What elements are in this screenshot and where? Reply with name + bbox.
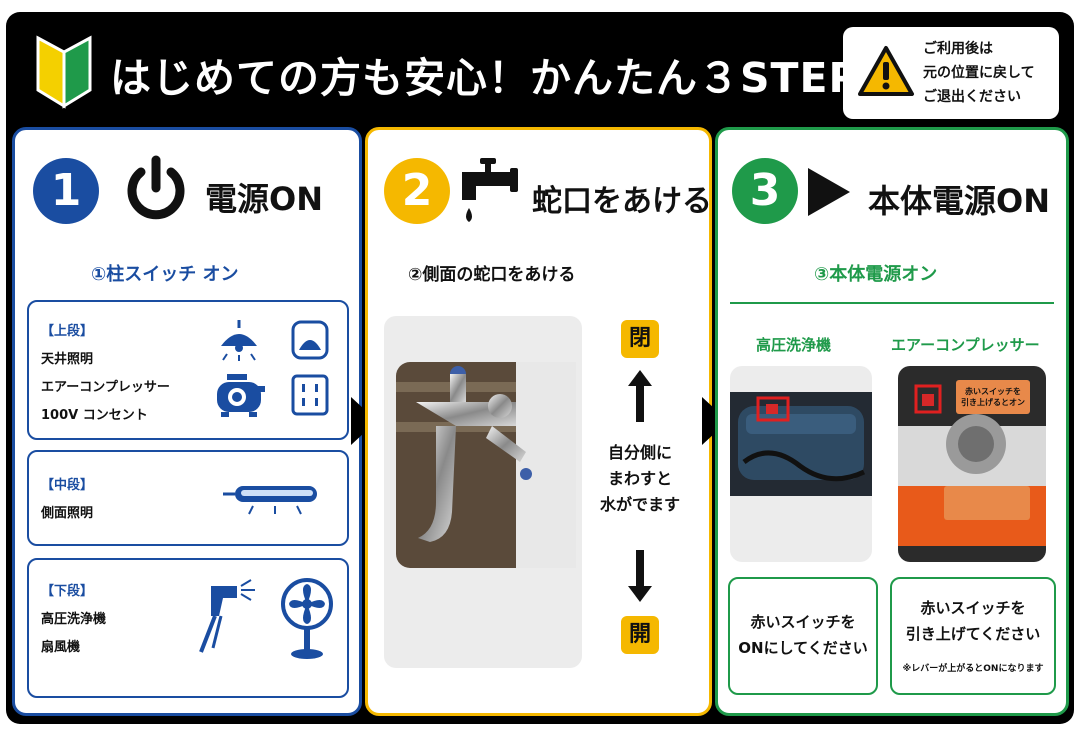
pressure-washer-gun-icon [199, 579, 255, 653]
pressure-washer-photo [730, 392, 872, 496]
instruction-line-3: 水がでます [599, 495, 680, 514]
upper-item-ceiling-light: 天井照明 [41, 352, 94, 367]
air-compressor-photo-card: 赤いスイッチを 引き上げるとオン [898, 366, 1046, 562]
air-compressor-icon [217, 374, 265, 417]
instruction-line-1: 自分側に [607, 443, 672, 462]
middle-section-box: 【中段】 側面照明 [27, 450, 349, 546]
instruction-line-2: まわすと [607, 469, 672, 488]
lower-heading: 【下段】 [41, 584, 94, 599]
ac-instruction-note: ※レバーが上がるとONになります [902, 664, 1044, 674]
step1-number-badge: 1 [33, 158, 99, 224]
pw-instruction-line-1: 赤いスイッチを [750, 613, 856, 631]
upper-heading: 【上段】 [41, 324, 94, 339]
ceiling-lamp-icon [221, 320, 257, 361]
electric-fan-icon [281, 578, 333, 659]
ceiling-light-switch-icon [291, 320, 329, 360]
step2-title: 蛇口をあける [532, 184, 712, 219]
ac-instruction-line-1: 赤いスイッチを [920, 599, 1026, 617]
close-tag: 閉 [621, 320, 659, 358]
page-title: はじめての方も安心！かんたん３STEP [110, 54, 860, 102]
arrow-up-icon [628, 370, 652, 422]
step2-number-badge: 2 [384, 158, 450, 224]
lower-section-box: 【下段】 高圧洗浄機 扇風機 [27, 558, 349, 698]
pressure-washer-photo-card [730, 366, 872, 562]
middle-heading: 【中段】 [41, 478, 94, 493]
step3-number-badge: 3 [732, 158, 798, 224]
photo-sign: 赤いスイッチを 引き上げるとオン [958, 386, 1028, 408]
power-icon [127, 155, 185, 220]
notice-line-3: ご退出ください [923, 89, 1021, 105]
beginner-mark-icon [36, 35, 92, 109]
air-compressor-caption: エアーコンプレッサー [891, 336, 1040, 354]
side-light-icon [223, 486, 317, 515]
photo-sign-line-1: 赤いスイッチを [965, 387, 1021, 396]
pressure-washer-caption: 高圧洗浄機 [756, 336, 832, 354]
air-compressor-instruction-box: 赤いスイッチを 引き上げてください ※レバーが上がるとONになります [890, 577, 1056, 695]
faucet-icon [462, 158, 518, 222]
step3-panel: 3 本体電源ON ③本体電源オン 高圧洗浄機 エアーコンプレッサー 赤いスイッ [715, 127, 1069, 716]
power-outlet-icon [291, 374, 329, 416]
open-tag: 開 [621, 616, 659, 654]
chevron-right-icon [351, 397, 377, 445]
step1-title: 電源ON [205, 180, 323, 218]
faucet-photo [396, 362, 576, 568]
pw-instruction-line-2: ONにしてください [738, 639, 868, 657]
notice-box: ご利用後は 元の位置に戻して ご退出ください [843, 27, 1059, 119]
upper-item-air-compressor: エアーコンプレッサー [41, 380, 170, 395]
step1-subtitle: ①柱スイッチ オン [91, 264, 239, 285]
instruction-text: 自分側に まわすと 水がでます [592, 440, 688, 518]
lower-item-pressure-washer: 高圧洗浄機 [41, 612, 107, 627]
play-icon [808, 168, 850, 216]
upper-item-outlet: 100V コンセント [41, 408, 148, 423]
arrow-down-icon [628, 550, 652, 602]
step2-subtitle: ②側面の蛇口をあける [408, 265, 576, 285]
step3-subtitle: ③本体電源オン [814, 264, 938, 285]
step1-panel: 1 電源ON ①柱スイッチ オン 【上段】 天井照明 エアーコンプレッサー 10… [12, 127, 362, 716]
pressure-washer-instruction-box: 赤いスイッチを ONにしてください [728, 577, 878, 695]
warning-icon [858, 46, 914, 96]
notice-line-1: ご利用後は [923, 41, 993, 57]
step2-panel: 2 蛇口をあける ②側面の蛇口をあける 閉 [365, 127, 712, 716]
divider [730, 302, 1054, 304]
upper-section-box: 【上段】 天井照明 エアーコンプレッサー 100V コンセント [27, 300, 349, 440]
step3-title: 本体電源ON [868, 182, 1050, 220]
air-compressor-photo [898, 366, 1046, 562]
lower-item-fan: 扇風機 [41, 640, 81, 655]
ac-instruction-line-2: 引き上げてください [905, 625, 1041, 643]
notice-line-2: 元の位置に戻して [923, 65, 1035, 81]
photo-sign-line-2: 引き上げるとオン [961, 398, 1025, 407]
faucet-photo-card [384, 316, 582, 668]
middle-item-side-light: 側面照明 [41, 506, 94, 521]
